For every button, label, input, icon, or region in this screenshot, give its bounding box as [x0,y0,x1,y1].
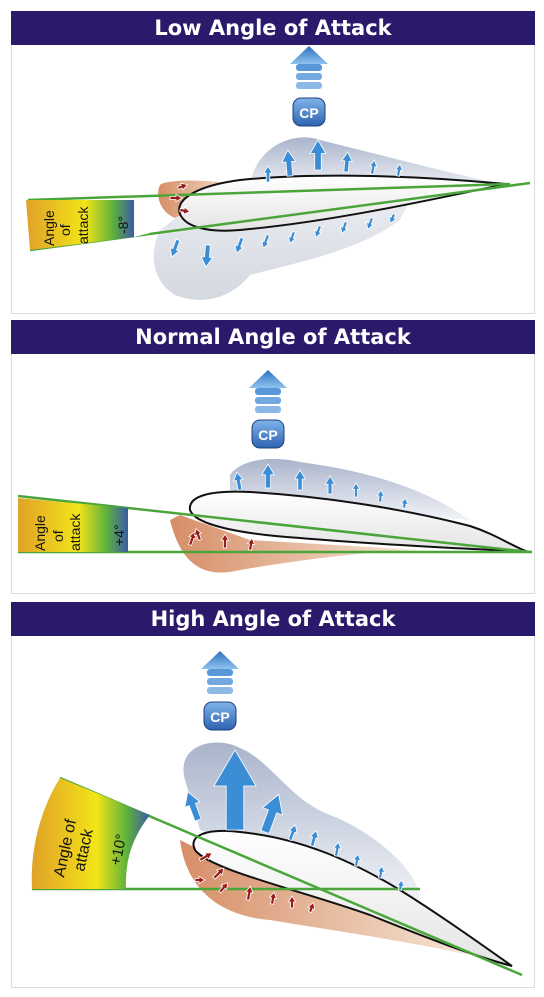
pressure-arrow [194,875,206,885]
cp-arrow-normal [249,370,287,449]
lift-arrow [260,793,283,835]
pressure-arrow [244,885,254,901]
pressure-arrow [194,527,203,542]
suction-arrow [169,238,181,258]
airfoil [192,830,513,967]
suction-arrow [200,244,214,268]
panel-title-low: Low Angle of Attack [11,11,535,45]
suction-arrow [366,216,375,231]
lift-arrow [351,482,361,498]
suction-arrow [288,230,297,245]
pressure-arrow [218,882,229,894]
relative-wind-line [27,182,511,202]
normal-aoa-diagram [17,458,532,573]
lift-arrow [400,497,409,509]
pressure-arrow [220,533,230,549]
gauge-label-low-1: Angle [41,210,57,246]
lift-arrow [394,163,404,177]
lift-arrow [294,469,306,491]
lift-arrow [396,879,405,891]
suction-arrow [340,220,349,235]
lift-arrow [309,829,319,847]
pressure-arrows [169,139,409,914]
cp-label-high: CP [210,709,229,725]
gauge-label-normal-1: Angle [32,515,48,551]
lift-arrow [281,149,297,177]
lift-arrow [324,475,336,495]
lift-arrow [340,151,353,173]
gauge-label-normal-3: attack [67,513,83,551]
pressure-arrow [179,206,191,215]
lift-arrow [287,824,298,842]
pressure-arrow [198,852,213,862]
suction-arrow [234,236,245,254]
lift-arrow [213,749,257,831]
lift-arrow [352,853,362,867]
pressure-arrow [176,182,189,191]
lift-arrow [368,159,378,175]
lift-arrow [260,463,276,489]
angle-gauge-normal [18,498,128,552]
suction-arrow [388,212,397,225]
gauge-label-low-3: attack [75,206,91,244]
gauge-label-low-2: of [57,224,73,236]
cp-label-normal: CP [258,427,277,443]
suction-arrow [261,233,270,249]
relative-wind-line [17,494,531,554]
pressure-arrow [169,193,183,203]
lift-arrow [376,865,386,879]
lift-arrow [332,841,342,857]
pressure-arrow [268,891,278,905]
lift-arrow [309,139,327,171]
cp-label-low: CP [299,105,318,121]
lift-arrow [263,165,273,183]
suction-arrow [314,224,323,239]
angle-gauge-low [26,200,150,250]
cp-arrow-low [290,46,328,127]
angle-value-normal: +4° [111,524,127,546]
lift-arrow [232,471,244,491]
pressure-arrow [246,537,256,551]
pressure-arrow [287,895,297,909]
lift-arrow [184,791,202,822]
panel-title-high: High Angle of Attack [11,602,535,636]
cp-arrow-high [201,651,239,731]
pressure-arrow [212,867,225,880]
angle-value-high: +10° [107,833,130,867]
airfoil [188,490,529,553]
gauge-label-normal-2: of [50,530,66,542]
angle-value-low: -8° [115,216,131,234]
angle-gauge-high [31,778,150,889]
lift-arrow [376,489,385,503]
panel-title-normal: Normal Angle of Attack [11,320,535,354]
pressure-arrow [307,901,316,914]
